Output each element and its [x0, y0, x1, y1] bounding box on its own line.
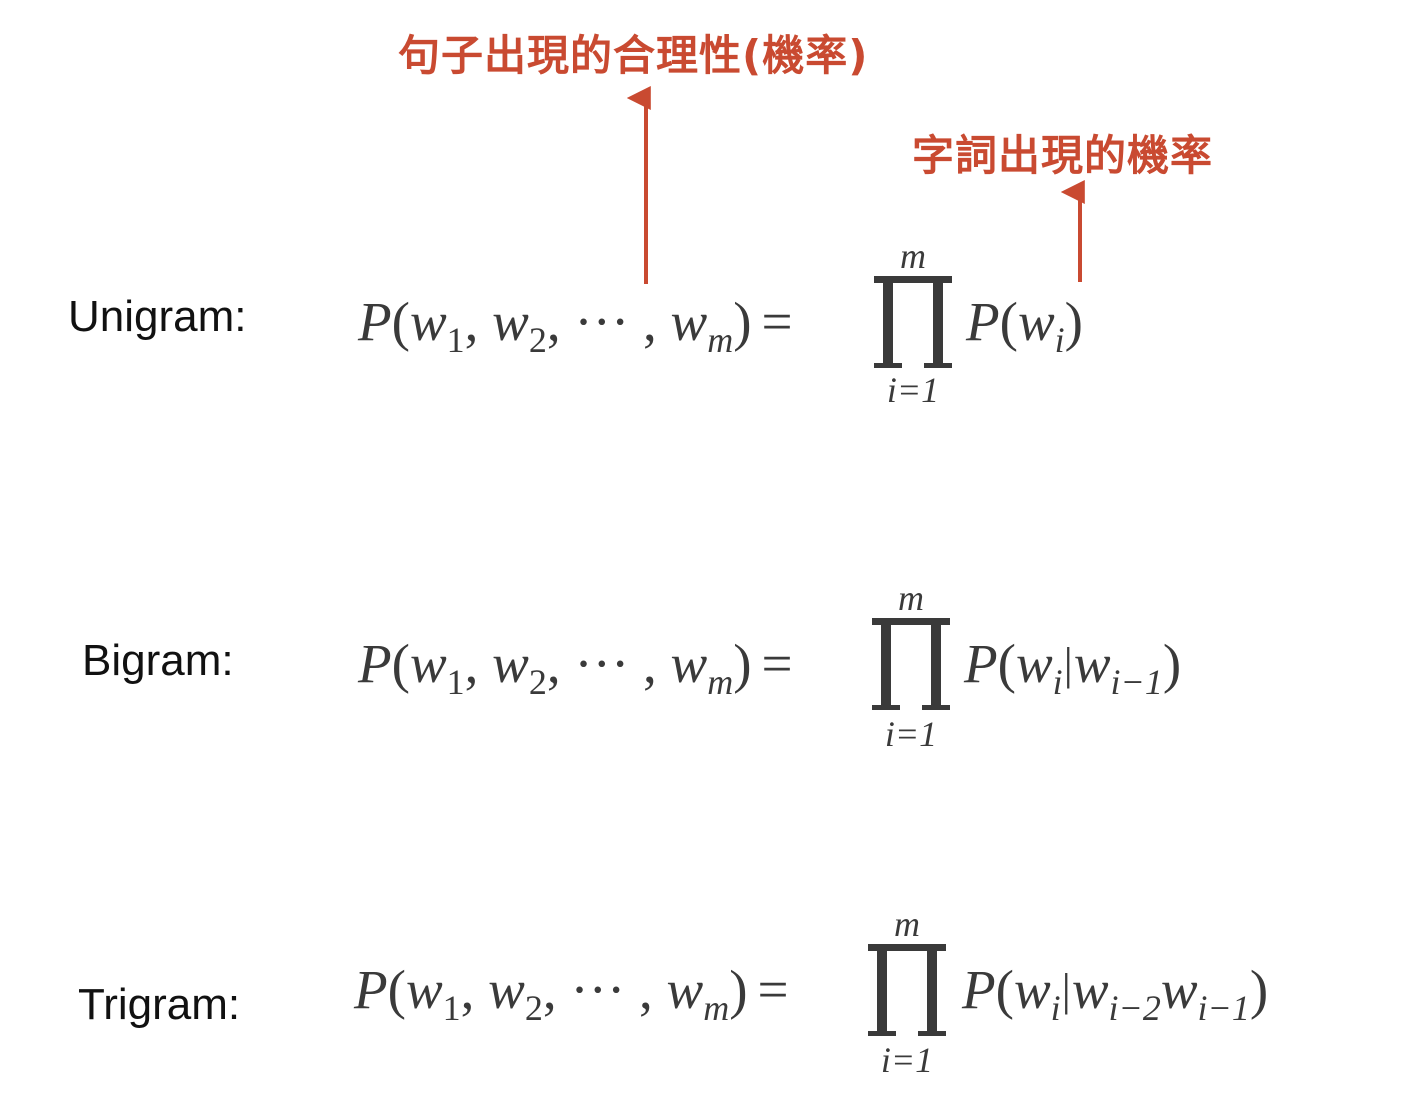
subscript: i	[1050, 988, 1061, 1028]
row-label-unigram: Unigram:	[68, 292, 247, 341]
paren-close: )	[733, 633, 752, 694]
comma: ,	[464, 633, 479, 694]
paren-close: )	[1249, 959, 1269, 1020]
product-upper-limit: m	[900, 236, 926, 276]
ellipsis: ···	[574, 633, 630, 694]
comma: ,	[643, 291, 657, 352]
product-symbol	[874, 276, 952, 368]
paren-open: (	[387, 959, 406, 1020]
symbol-p: P	[354, 959, 388, 1020]
product-lower-limit: i=1	[862, 1042, 952, 1078]
subscript: 2	[528, 662, 547, 702]
row-label-trigram: Trigram:	[78, 980, 241, 1029]
annotation-word-probability: 字詞出現的機率	[912, 131, 1214, 180]
equals-sign: =	[761, 291, 793, 352]
symbol-p: P	[358, 291, 392, 352]
lower-limit-text: i=1	[880, 1040, 934, 1080]
symbol-w: w	[1017, 291, 1055, 352]
subscript: 1	[446, 320, 465, 360]
symbol-w: w	[670, 291, 708, 352]
comma: ,	[643, 633, 657, 694]
formula-lhs-bigram: P(w1, w2, ··· , wm)=	[358, 633, 807, 700]
subscript: i	[1052, 662, 1063, 702]
conditional-bar: |	[1063, 638, 1073, 689]
subscript: m	[707, 320, 734, 360]
comma: ,	[546, 633, 561, 694]
symbol-w: w	[666, 959, 704, 1020]
lower-limit-text: i=1	[884, 714, 938, 754]
equals-sign: =	[761, 633, 793, 694]
paren-close: )	[1162, 633, 1182, 694]
formula-lhs-trigram: P(w1, w2, ··· , wm)=	[354, 959, 803, 1026]
symbol-w: w	[1071, 959, 1109, 1020]
lower-limit-text: i=1	[886, 370, 940, 410]
product-lower-limit: i=1	[868, 372, 958, 408]
product-symbol	[872, 618, 950, 710]
paren-open: (	[999, 291, 1018, 352]
symbol-w: w	[488, 959, 525, 1020]
subscript: 2	[528, 320, 547, 360]
product-lower-limit: i=1	[866, 716, 956, 752]
formula-rhs-bigram: P(wi|wi−1)	[964, 633, 1182, 700]
formula-rhs-trigram: P(wi|wi−2wi−1)	[962, 959, 1269, 1026]
comma: ,	[464, 291, 479, 352]
subscript: i−2	[1108, 988, 1161, 1028]
symbol-w: w	[1015, 633, 1053, 694]
symbol-w: w	[1013, 959, 1051, 1020]
symbol-w: w	[670, 633, 708, 694]
symbol-w: w	[405, 959, 443, 1020]
product-upper-limit: m	[894, 904, 920, 944]
symbol-w: w	[409, 633, 447, 694]
comma: ,	[542, 959, 557, 1020]
equals-sign: =	[757, 959, 789, 1020]
paren-close: )	[733, 291, 752, 352]
subscript: i−1	[1110, 662, 1163, 702]
paren-open: (	[997, 633, 1016, 694]
product-upper-limit: m	[898, 578, 924, 618]
paren-open: (	[391, 291, 410, 352]
paren-close: )	[729, 959, 748, 1020]
paren-open: (	[995, 959, 1014, 1020]
row-label-bigram: Bigram:	[82, 636, 234, 685]
symbol-w: w	[409, 291, 447, 352]
subscript: m	[707, 662, 734, 702]
conditional-bar: |	[1061, 964, 1071, 1015]
formula-lhs-unigram: P(w1, w2, ··· , wm)=	[358, 291, 807, 358]
symbol-w: w	[1160, 959, 1198, 1020]
symbol-w: w	[1073, 633, 1111, 694]
subscript: 1	[442, 988, 461, 1028]
subscript: 1	[446, 662, 465, 702]
symbol-p: P	[358, 633, 392, 694]
symbol-p: P	[966, 291, 1000, 352]
annotation-sentence-probability: 句子出現的合理性(機率)	[398, 31, 869, 80]
paren-close: )	[1064, 291, 1083, 352]
comma: ,	[546, 291, 561, 352]
subscript: m	[703, 988, 730, 1028]
subscript: i	[1054, 320, 1065, 360]
paren-open: (	[391, 633, 410, 694]
product-symbol	[868, 944, 946, 1036]
ellipsis: ···	[570, 959, 626, 1020]
symbol-p: P	[964, 633, 998, 694]
symbol-w: w	[492, 633, 529, 694]
subscript: i−1	[1197, 988, 1250, 1028]
comma: ,	[460, 959, 475, 1020]
subscript: 2	[524, 988, 543, 1028]
symbol-w: w	[492, 291, 529, 352]
symbol-p: P	[962, 959, 996, 1020]
ellipsis: ···	[574, 291, 630, 352]
comma: ,	[639, 959, 653, 1020]
formula-rhs-unigram: P(wi)	[966, 291, 1083, 358]
